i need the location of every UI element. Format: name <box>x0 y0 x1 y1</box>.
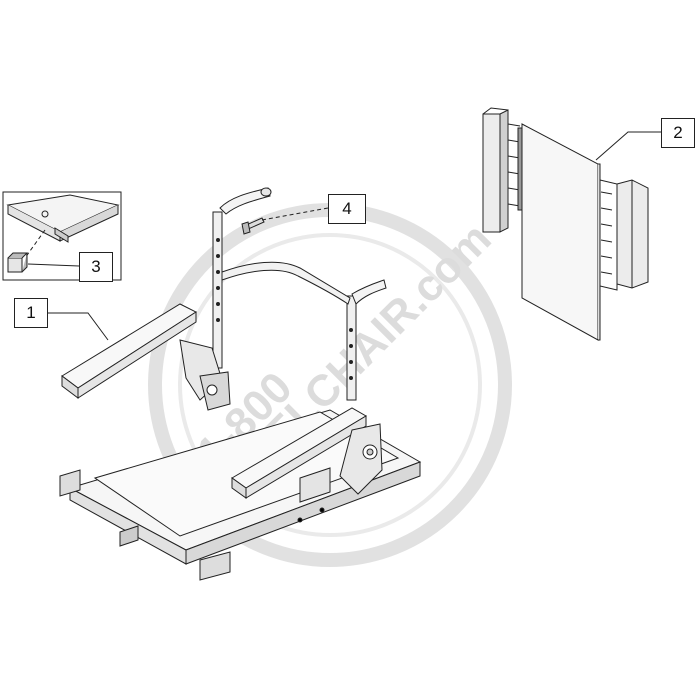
callout-4: 4 <box>328 194 366 224</box>
screw-part <box>241 217 265 235</box>
leader-2 <box>595 131 661 161</box>
inset-detail <box>2 191 122 281</box>
leader-1 <box>48 312 109 341</box>
callout-3: 3 <box>79 252 113 282</box>
callout-2: 2 <box>661 118 695 148</box>
back-panel-part <box>482 107 649 341</box>
frame-assembly <box>59 187 422 581</box>
callout-1: 1 <box>14 298 48 328</box>
leader-3 <box>27 263 80 267</box>
